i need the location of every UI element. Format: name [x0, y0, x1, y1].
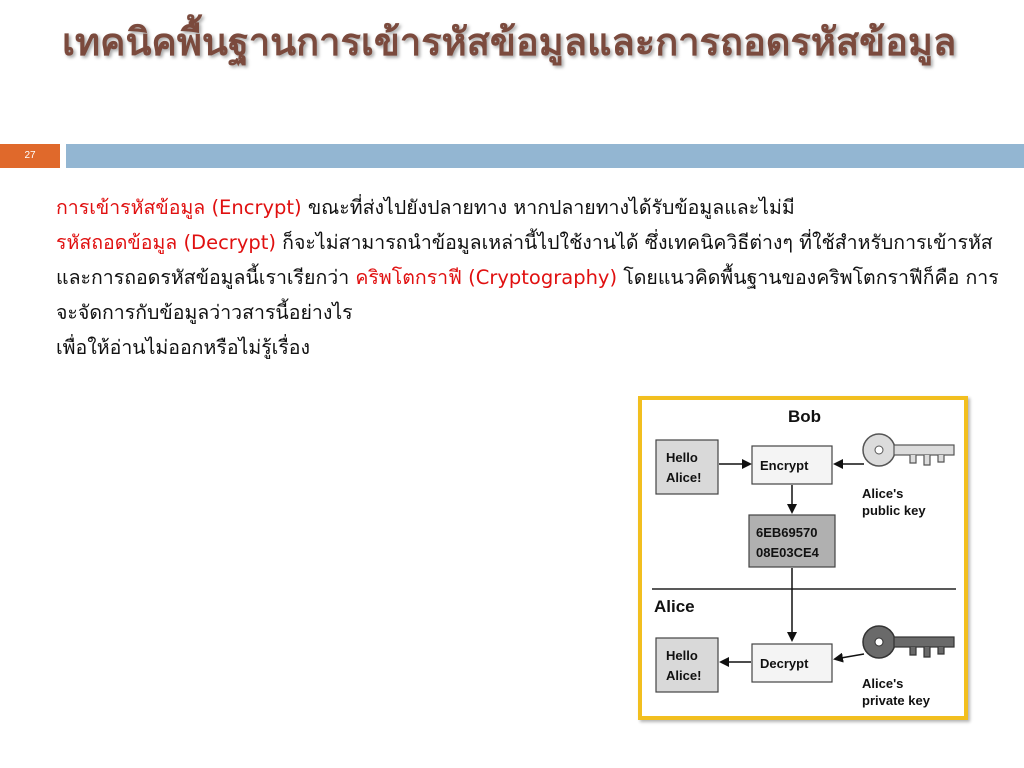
decrypt-box: Decrypt [751, 643, 833, 683]
arrow-key-to-decrypt [833, 652, 865, 663]
svg-text:Alice!: Alice! [666, 470, 701, 485]
private-key-label-1: Alice's [862, 676, 903, 691]
public-key-icon [862, 433, 955, 467]
svg-text:Alice!: Alice! [666, 668, 701, 683]
term-decrypt: รหัสถอดข้อมูล (Decrypt) [56, 231, 276, 254]
hello-message-bottom: Hello Alice! [655, 637, 719, 693]
body-text-1: ขณะที่ส่งไปยังปลายทาง หากปลายทางได้รับข้… [301, 196, 795, 219]
hello-message-top: Hello Alice! [655, 439, 719, 495]
bob-label: Bob [788, 407, 821, 426]
private-key-icon [862, 625, 955, 659]
public-key-label-1: Alice's [862, 486, 903, 501]
svg-text:08E03CE4: 08E03CE4 [756, 545, 820, 560]
svg-text:Encrypt: Encrypt [760, 458, 809, 473]
svg-text:Hello: Hello [666, 648, 698, 663]
term-cryptography: คริพโตกราฟี (Cryptography) [355, 266, 618, 289]
header-bar [66, 144, 1024, 168]
term-encrypt: การเข้ารหัสข้อมูล (Encrypt) [56, 196, 302, 219]
body-text-4: เพื่อให้อ่านไม่ออกหรือไม่รู้เรื่อง [56, 336, 311, 359]
public-key-label-2: public key [862, 503, 926, 518]
page-number: 27 [0, 144, 60, 168]
ciphertext-box: 6EB69570 08E03CE4 [748, 514, 836, 568]
body-text-2: ก็จะไม่สามารถนำข้อมูลเหล่านี้ไปใช้งานได้… [56, 231, 993, 289]
private-key-label-2: private key [862, 693, 931, 708]
diagram-svg: Bob Hello Alice! Encrypt Alice's public … [652, 407, 956, 708]
svg-text:Hello: Hello [666, 450, 698, 465]
svg-text:6EB69570: 6EB69570 [756, 525, 817, 540]
encrypt-box: Encrypt [751, 445, 833, 485]
encryption-diagram: Bob Hello Alice! Encrypt Alice's public … [638, 396, 968, 720]
alice-label: Alice [654, 597, 695, 616]
body-text-3: โดยแนวคิดพื้นฐานของคริพโตกราฟีก็คือ การจ… [56, 266, 999, 324]
body-paragraph: การเข้ารหัสข้อมูล (Encrypt) ขณะที่ส่งไปย… [56, 190, 1016, 365]
svg-text:Decrypt: Decrypt [760, 656, 809, 671]
slide-title: เทคนิคพื้นฐานการเข้ารหัสข้อมูลและการถอดร… [62, 20, 957, 64]
